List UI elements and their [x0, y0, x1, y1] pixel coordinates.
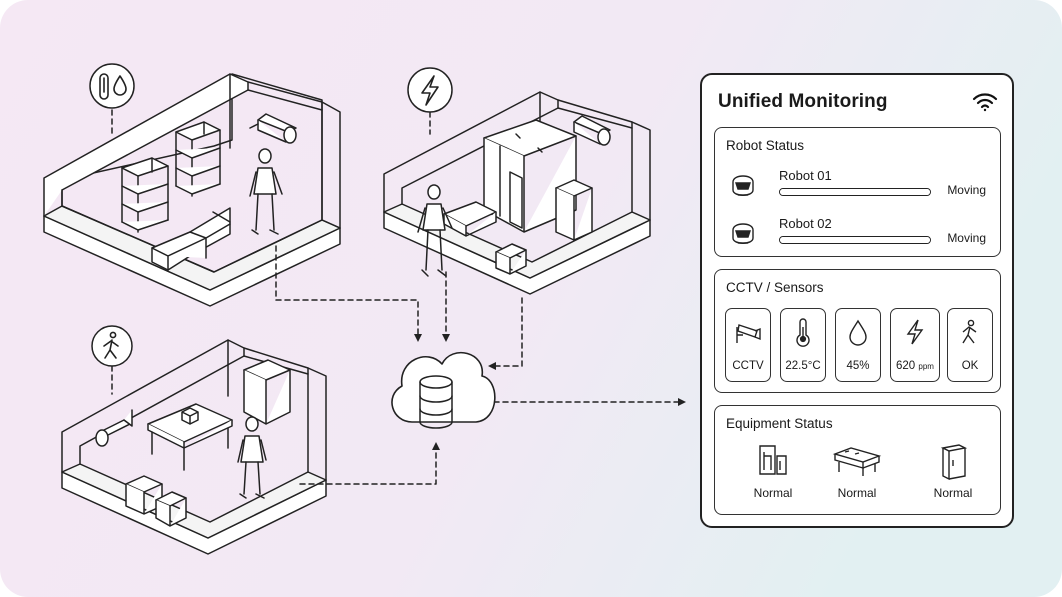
thermometer-icon: [99, 73, 109, 100]
cabinet-icon: [940, 444, 968, 480]
warehouse-room: [43, 73, 341, 307]
robot-name: Robot 02: [779, 216, 832, 231]
connectors: [275, 245, 681, 485]
person-walking-icon: [962, 319, 977, 344]
equipment-status-panel: Equipment Status Normal Normal: [714, 405, 1001, 515]
cctv-camera: [573, 115, 611, 146]
sensor-value: CCTV: [732, 360, 764, 372]
equipment-workbench[interactable]: Normal: [815, 440, 899, 506]
arrow-heads: [414, 334, 686, 450]
equipment-status: Normal: [753, 486, 793, 500]
lightning-badge: [407, 67, 453, 135]
sensors-panel: CCTV / Sensors CCTV 22.5°C 45%: [714, 269, 1001, 393]
robot-progress-bar: [779, 188, 931, 196]
robot-head-icon: [732, 223, 754, 244]
robot-progress-bar: [779, 236, 931, 244]
sensor-value: 620 ppm: [896, 360, 934, 372]
unified-monitoring-dashboard: Unified Monitoring Robot Status Robot 01…: [700, 73, 1014, 528]
person-walking-badge: [91, 325, 133, 395]
cctv-icon: [736, 324, 761, 343]
equipment-status-title: Equipment Status: [726, 416, 833, 431]
shelf-unit: [121, 121, 221, 233]
cloud-database-icon: [391, 351, 496, 429]
robot-row-2[interactable]: Robot 02 Moving: [715, 214, 1000, 258]
sensor-cctv[interactable]: CCTV: [725, 308, 771, 382]
robot-figure: [237, 416, 267, 499]
lightning-icon: [906, 319, 924, 345]
sensor-power[interactable]: 620 ppm: [890, 308, 940, 382]
sensor-value: OK: [961, 360, 979, 372]
robot-row-1[interactable]: Robot 01 Moving: [715, 166, 1000, 210]
robot-state: Moving: [947, 183, 986, 197]
dashboard-title: Unified Monitoring: [718, 91, 888, 112]
droplet-icon: [113, 75, 127, 96]
robot-state: Moving: [947, 231, 986, 245]
thermometer-icon: [796, 318, 810, 347]
workbench: [443, 201, 497, 237]
robot-name: Robot 01: [779, 168, 832, 183]
sensor-motion[interactable]: OK: [947, 308, 993, 382]
production-room: [383, 91, 651, 295]
robot-head-icon: [732, 175, 754, 196]
thermometer-droplet-badge: [89, 63, 135, 135]
storage-boxes: [125, 475, 187, 527]
lightning-icon: [421, 75, 439, 106]
workbench-icon: [832, 447, 882, 476]
sensor-value: 45%: [846, 360, 870, 372]
robot-status-title: Robot Status: [726, 138, 805, 153]
robot-status-panel: Robot Status Robot 01 Moving Robot 02 Mo…: [714, 127, 1001, 257]
equipment-status: Normal: [837, 486, 877, 500]
machine-icon: [759, 445, 787, 475]
sensor-humidity[interactable]: 45%: [835, 308, 881, 382]
sensors-title: CCTV / Sensors: [726, 280, 824, 295]
parcel-box: [495, 243, 527, 275]
storage-cabinet: [243, 359, 291, 425]
sensor-value: 22.5°C: [785, 360, 821, 372]
storage-room: [61, 339, 327, 555]
cctv-camera: [95, 409, 133, 447]
robot-figure: [249, 148, 283, 235]
production-machine: [483, 119, 577, 233]
equipment-cabinet[interactable]: Normal: [911, 440, 995, 506]
sensor-unit: ppm: [918, 362, 934, 371]
table: [147, 403, 233, 471]
robot-figure: [417, 184, 453, 277]
person-walking-icon: [103, 331, 119, 359]
crates: [151, 207, 231, 271]
side-cabinet: [555, 179, 593, 241]
equipment-machine[interactable]: Normal: [731, 440, 815, 506]
cctv-camera: [249, 113, 297, 144]
equipment-status: Normal: [933, 486, 973, 500]
wifi-icon: [972, 93, 998, 112]
droplet-icon: [849, 319, 867, 346]
sensor-temperature[interactable]: 22.5°C: [780, 308, 826, 382]
